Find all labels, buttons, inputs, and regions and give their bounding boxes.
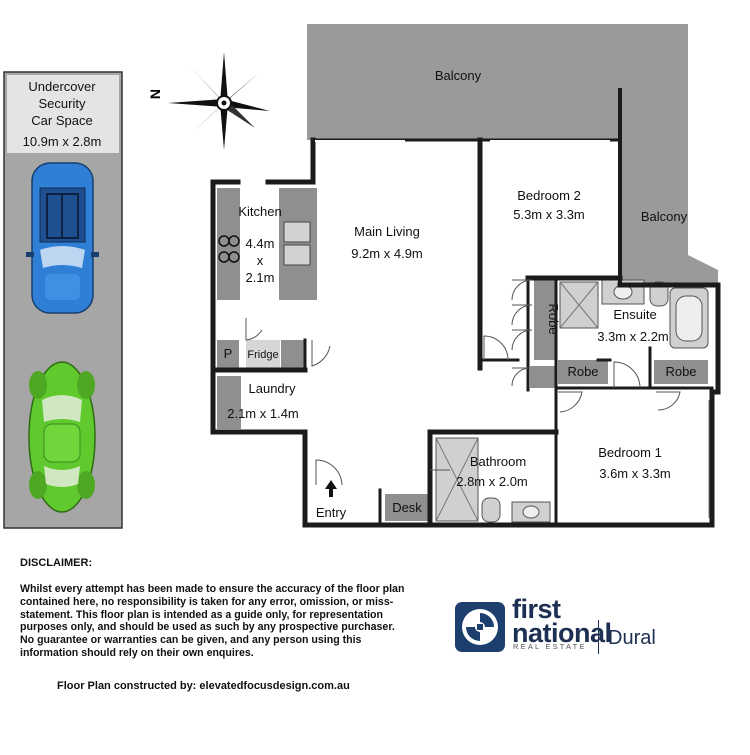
- bedroom1-size: 3.6m x 3.3m: [599, 466, 671, 481]
- robe-right-label: Robe: [665, 364, 696, 379]
- brand-tagline: REAL ESTATE: [513, 642, 587, 651]
- car-space-label-1: Undercover: [28, 79, 96, 94]
- balcony-top-label: Balcony: [435, 68, 482, 83]
- car-space-label-3: Car Space: [31, 113, 92, 128]
- disclaimer: DISCLAIMER: Whilst every attempt has bee…: [20, 557, 405, 660]
- laundry-size: 2.1m x 1.4m: [227, 406, 299, 421]
- pantry: [217, 340, 239, 368]
- disclaimer-text: Whilst every attempt has been made to en…: [20, 583, 405, 659]
- kitchen-bench: [217, 188, 317, 300]
- agency-brand: first national REAL ESTATE Dural: [455, 594, 695, 656]
- ensuite-name: Ensuite: [613, 307, 656, 322]
- robe-left-label: Robe: [567, 364, 598, 379]
- balcony-top: [307, 24, 688, 140]
- door-swings: [245, 279, 681, 486]
- green-car-icon: [28, 361, 96, 513]
- entry-arrow-icon: [325, 480, 337, 497]
- fridge-space: [246, 340, 280, 368]
- floor-plan-credit: Floor Plan constructed by: elevatedfocus…: [57, 680, 350, 692]
- first-national-logo-icon: [455, 602, 505, 652]
- brand-first: first: [512, 594, 561, 624]
- brand-divider: [598, 620, 599, 654]
- robe-left: [558, 360, 608, 384]
- desk: [385, 494, 430, 521]
- entry-label: Entry: [316, 505, 347, 520]
- kitchen-size-2: x: [257, 253, 264, 268]
- ensuite-size: 3.3m x 2.2m: [597, 329, 669, 344]
- car-space-label-2: Security: [39, 96, 86, 111]
- brand-office: Dural: [608, 627, 656, 649]
- robe-vertical-label: Robe: [546, 303, 561, 334]
- north-label: N: [147, 89, 163, 99]
- bedroom2-size: 5.3m x 3.3m: [513, 207, 585, 222]
- pantry-label: P: [224, 346, 233, 361]
- brand-national: national: [512, 618, 612, 648]
- main-living-size: 9.2m x 4.9m: [351, 246, 423, 261]
- ensuite-toilet: [649, 281, 669, 307]
- bedroom2-name: Bedroom 2: [517, 188, 581, 203]
- blue-car-icon: [26, 162, 99, 314]
- balcony-right: [618, 24, 718, 285]
- compass-rose-icon: [168, 52, 270, 150]
- laundry-tub: [217, 376, 241, 429]
- bathroom-toilet: [481, 497, 501, 523]
- disclaimer-title: DISCLAIMER:: [20, 557, 93, 569]
- kitchen-size-1: 4.4m: [246, 236, 275, 251]
- balcony-right-label: Balcony: [641, 209, 688, 224]
- main-living-name: Main Living: [354, 224, 420, 239]
- desk-label: Desk: [392, 500, 422, 515]
- bedroom1-name: Bedroom 1: [598, 445, 662, 460]
- car-space-size: 10.9m x 2.8m: [23, 134, 102, 149]
- bathroom-name: Bathroom: [470, 454, 526, 469]
- bathroom-size: 2.8m x 2.0m: [456, 474, 528, 489]
- robe-vertical: [534, 278, 556, 360]
- kitchen-name: Kitchen: [238, 204, 281, 219]
- cooktop-icon: [218, 235, 240, 263]
- robe-right: [654, 360, 708, 384]
- fridge-label: Fridge: [247, 349, 278, 361]
- kitchen-size-3: 2.1m: [246, 270, 275, 285]
- laundry-name: Laundry: [249, 381, 296, 396]
- floor-plan: Undercover Security Car Space 10.9m x 2.…: [3, 24, 721, 529]
